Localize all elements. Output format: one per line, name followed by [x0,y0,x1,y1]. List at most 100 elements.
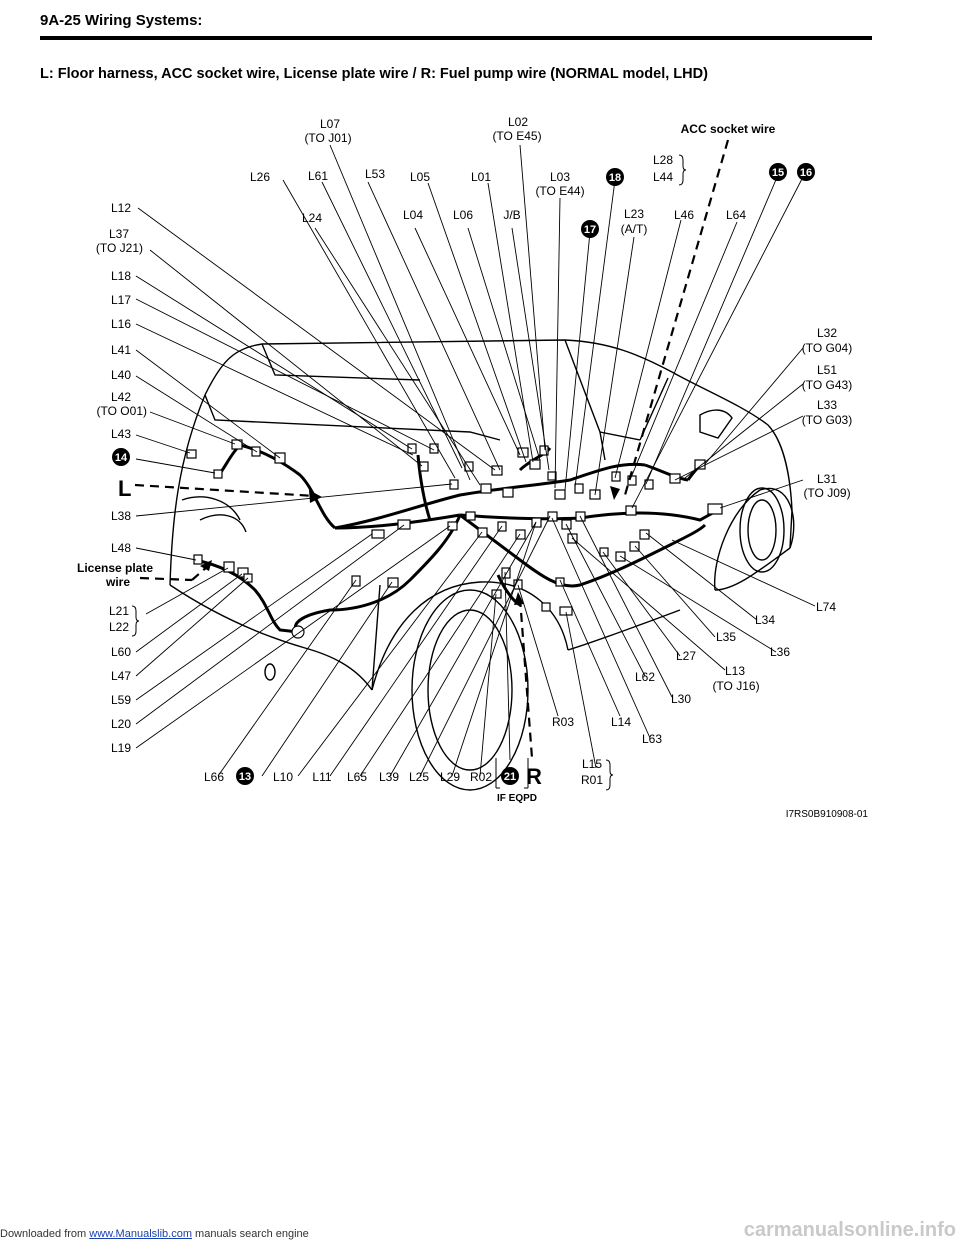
leader-lines [135,144,816,777]
label-l16: L16 [111,317,131,331]
label-l33-to: (TO G03) [802,413,852,427]
car-body [169,339,795,791]
label-l10: L10 [273,770,293,784]
badge-18: 18 [606,168,624,186]
label-l23: L23 [624,207,644,221]
svg-text:14: 14 [115,452,128,464]
badge-21: 21 [501,767,519,785]
label-l32-to: (TO G04) [802,341,852,355]
label-l64: L64 [726,208,746,222]
label-l60: L60 [111,645,131,659]
label-l46: L46 [674,208,694,222]
svg-text:21: 21 [504,771,516,783]
footer-link[interactable]: www.Manualslib.com [89,1228,192,1240]
label-l39: L39 [379,770,399,784]
label-l33: L33 [817,398,837,412]
brace-l28-l44 [678,154,687,186]
label-l06: L06 [453,208,473,222]
label-l41: L41 [111,343,131,357]
footer-prefix: Downloaded from [0,1228,90,1240]
diagram-title: L: Floor harness, ACC socket wire, Licen… [40,66,708,82]
label-l02: L02 [508,115,528,129]
svg-text:15: 15 [772,167,784,179]
badge-15: 15 [769,163,787,181]
label-l03-to: (TO E44) [535,184,584,198]
arrowheads [200,486,620,605]
label-l24: L24 [302,211,322,225]
label-l03: L03 [550,170,570,184]
label-r01: R01 [581,773,603,787]
label-l15: L15 [582,757,602,771]
label-if-eqpd: IF EQPD [497,793,537,804]
label-l12: L12 [111,201,131,215]
label-l07: L07 [320,117,340,131]
label-license-plate-wire: wire [105,575,130,589]
label-l04: L04 [403,208,423,222]
label-acc-socket-wire: ACC socket wire [681,122,776,136]
label-l19: L19 [111,741,131,755]
label-l01: L01 [471,170,491,184]
watermark: carmanualsonline.info [743,1219,956,1241]
label-license-plate: License plate [77,561,153,575]
label-l21: L21 [109,604,129,618]
label-l66: L66 [204,770,224,784]
label-l38: L38 [111,509,131,523]
label-l37-to: (TO J21) [96,241,143,255]
label-l42: L42 [111,390,131,404]
label-l23-at: (A/T) [621,222,648,236]
label-l47: L47 [111,669,131,683]
label-R-marker: R [526,764,542,789]
label-l13: L13 [725,664,745,678]
svg-text:18: 18 [609,172,621,184]
label-l65: L65 [347,770,367,784]
badge-16: 16 [797,163,815,181]
label-l29: L29 [440,770,460,784]
label-l26: L26 [250,170,270,184]
label-l34: L34 [755,613,775,627]
label-l18: L18 [111,269,131,283]
page-header: 9A-25 Wiring Systems: [40,12,203,29]
label-l51: L51 [817,363,837,377]
label-l02-to: (TO E45) [492,129,541,143]
label-r03: R03 [552,715,574,729]
svg-text:16: 16 [800,167,812,179]
label-l30: L30 [671,692,691,706]
label-l31: L31 [817,472,837,486]
label-l28: L28 [653,153,673,167]
badge-17: 17 [581,220,599,238]
label-l63: L63 [642,732,662,746]
label-l14: L14 [611,715,631,729]
svg-text:17: 17 [584,224,596,236]
label-l42-to: (TO O01) [97,404,147,418]
label-l53: L53 [365,167,385,181]
label-l40: L40 [111,368,131,382]
badge-13: 13 [236,767,254,785]
label-l22: L22 [109,620,129,634]
label-l11: L11 [312,770,331,784]
label-l25: L25 [409,770,429,784]
if-eqpd-bracket [495,758,529,789]
label-l37: L37 [109,227,129,241]
label-l31-to: (TO J09) [803,486,850,500]
label-l59: L59 [111,693,131,707]
label-l61: L61 [308,169,328,183]
floor-harness [194,443,719,634]
label-jb: J/B [503,208,520,222]
label-l62: L62 [635,670,655,684]
label-l36: L36 [770,645,790,659]
label-l44: L44 [653,170,673,184]
label-l27: L27 [676,649,696,663]
label-r02: R02 [470,770,492,784]
label-l17: L17 [111,293,131,307]
label-l07-to: (TO J01) [304,131,351,145]
label-l51-to: (TO G43) [802,378,852,392]
brace-l21-l22 [131,605,140,637]
label-L-marker: L [118,476,131,501]
label-l43: L43 [111,427,131,441]
label-l74: L74 [816,600,836,614]
figure-code: I7RS0B910908-01 [785,809,868,820]
label-l32: L32 [817,326,837,340]
label-l13-to: (TO J16) [712,679,759,693]
label-l05: L05 [410,170,430,184]
